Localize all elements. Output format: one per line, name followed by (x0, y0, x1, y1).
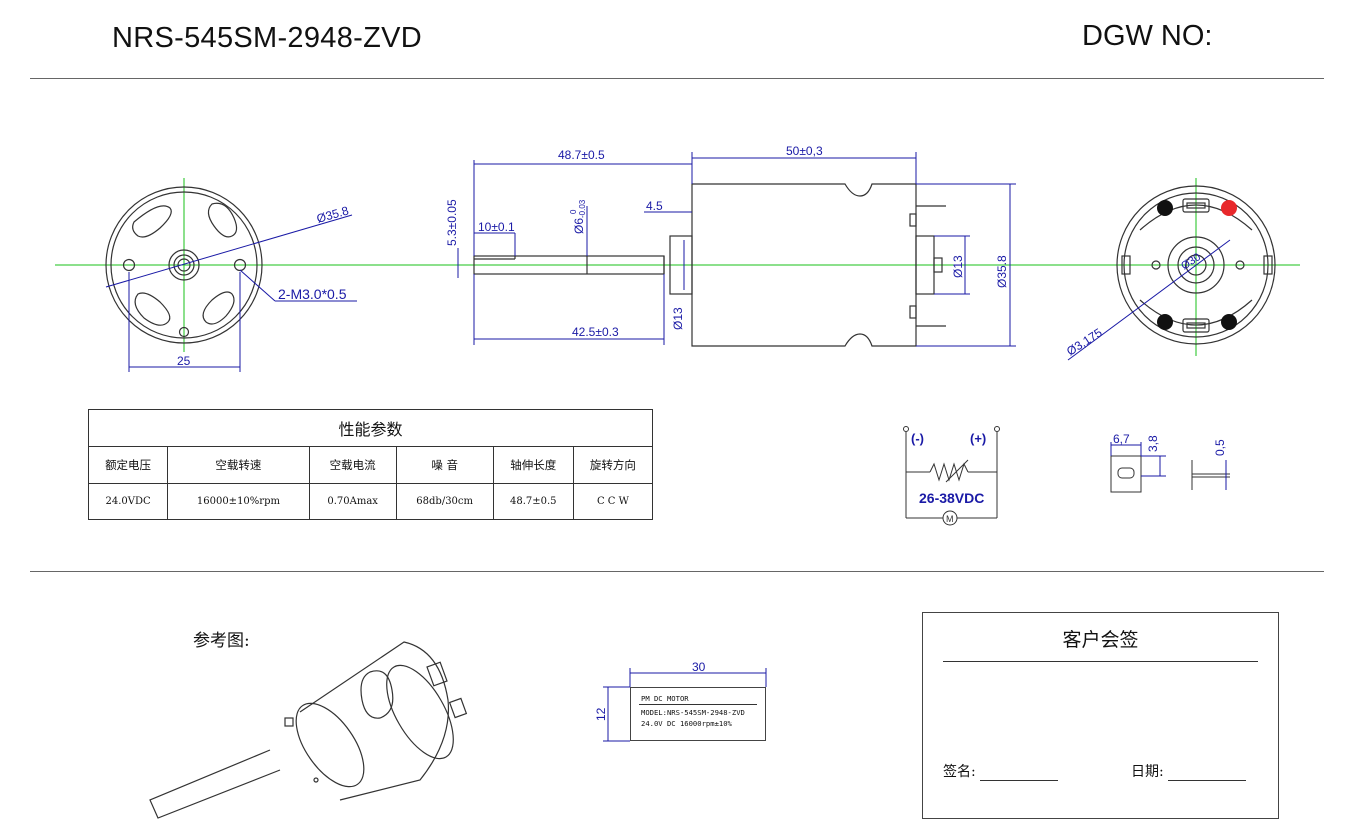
front-shaft (177, 258, 191, 272)
front-spacing-label: 25 (177, 354, 191, 368)
circuit-pos-label: (+) (970, 431, 986, 446)
drawing-number-label: DGW NO: (1082, 20, 1213, 52)
rear-small-dia-label: Ø3,175 (1064, 325, 1105, 358)
resistor-symbol (929, 462, 969, 482)
front-slot-4 (202, 291, 235, 325)
body-dia-label: Ø35.8 (995, 255, 1009, 288)
terminal-height-label: 3,8 (1146, 435, 1160, 452)
front-outer-circle (105, 186, 263, 344)
front-mount-hole-left (122, 258, 136, 272)
rear-terminal-red (1221, 200, 1237, 216)
rear-terminal-black-3 (1221, 314, 1237, 330)
date-label: 日期: (1131, 764, 1164, 780)
rear-outer-circle (1116, 185, 1276, 345)
nameplate-line1: PM DC MOTOR (641, 694, 689, 703)
signature-blank[interactable] (979, 766, 1058, 781)
terminal-detail (1110, 455, 1230, 493)
signature-label: 签名: (943, 764, 976, 780)
nameplate-width-label: 30 (692, 660, 706, 674)
date-blank[interactable] (1167, 766, 1246, 781)
front-bearing-outer (168, 249, 200, 281)
front-vent-hole (178, 326, 190, 338)
table-header: 旋转方向 (572, 446, 654, 484)
front-diameter-label: Ø35.8 (315, 203, 351, 226)
date-field[interactable]: 日期: (1131, 761, 1246, 781)
boss-length-label: 4.5 (646, 199, 663, 213)
table-header: 噪 音 (395, 446, 494, 484)
nameplate-line3: 24.0V DC 16000rpm±10% (641, 719, 732, 728)
table-cell: C C W (572, 483, 654, 520)
side-view (473, 183, 946, 347)
side-dimensions (457, 152, 1016, 347)
front-hole-leader (239, 269, 276, 302)
shaft-tol-bottom: -0.03 (578, 199, 587, 218)
table-cell: 24.0VDC (87, 483, 169, 520)
body-length-label: 50±0,3 (786, 144, 823, 158)
table-header: 轴伸长度 (492, 446, 574, 484)
nameplate-line2: MODEL:NRS-545SM-2948-ZVD (641, 708, 745, 717)
front-slot-2 (207, 202, 238, 238)
boss-dia-label: Ø13 (671, 307, 685, 330)
front-dimensions (105, 214, 357, 372)
rear-terminal-bottom (1182, 318, 1210, 333)
rear-terminal-black-1 (1157, 200, 1173, 216)
signature-field[interactable]: 签名: (943, 761, 1058, 781)
front-slot-1 (132, 205, 172, 238)
circuit-neg-label: (-) (911, 431, 924, 446)
front-diameter-line (105, 214, 353, 288)
shaft-dia-label: Ø6 (572, 218, 586, 234)
shaft-length-label: 48.7±0.5 (558, 148, 605, 162)
table-cell: 0.70Amax (308, 483, 397, 520)
rear-boss-label: Ø13 (951, 255, 965, 278)
nameplate-height-label: 12 (594, 707, 608, 721)
terminal-thickness-label: 0,5 (1213, 439, 1227, 456)
flat-depth-label: 5.3±0.05 (445, 199, 459, 246)
signoff-title: 客户会签 (1062, 629, 1139, 651)
table-cell: 68db/30cm (395, 483, 494, 520)
rear-terminal-top (1182, 198, 1210, 213)
front-bearing-inner (173, 254, 195, 276)
nameplate: PM DC MOTOR MODEL:NRS-545SM-2948-ZVD 24.… (630, 687, 766, 741)
table-cell: 48.7±0.5 (492, 483, 574, 520)
reference-label: 参考图: (193, 631, 250, 651)
table-cell: 16000±10%rpm (167, 483, 310, 520)
table-title: 性能参数 (88, 409, 653, 447)
top-divider (30, 78, 1324, 79)
motor-letter: M (946, 514, 954, 524)
terminal-plate (1110, 455, 1142, 493)
shaft-tol-top: 0 (569, 209, 578, 214)
front-inner-circle (110, 191, 258, 339)
circuit-voltage-label: 26-38VDC (919, 490, 984, 506)
rear-terminal-black-2 (1157, 314, 1173, 330)
table-header: 额定电压 (87, 446, 169, 484)
table-header: 空载电流 (308, 446, 397, 484)
front-holes-label: 2-M3.0*0.5 (278, 286, 347, 302)
flat-length-label: 10±0.1 (478, 220, 515, 234)
middle-divider (30, 571, 1324, 572)
rear-view (1116, 178, 1276, 356)
motor-symbol (942, 510, 958, 526)
rear-center-ring (1167, 236, 1225, 294)
front-view (105, 178, 263, 352)
shaft-span-label: 42.5±0.3 (572, 325, 619, 339)
rear-dia-leader (1067, 239, 1231, 361)
performance-table: 性能参数 额定电压 空载转速 空载电流 噪 音 轴伸长度 旋转方向 24.0VD… (87, 409, 654, 520)
front-slot-3 (134, 292, 171, 326)
terminal-width-label: 6,7 (1113, 432, 1130, 446)
table-header: 空载转速 (167, 446, 310, 484)
customer-signoff-box: 客户会签 签名: 日期: (922, 612, 1279, 819)
circuit-diagram (903, 426, 1000, 526)
reference-motor-sketch (149, 641, 468, 819)
drawing-title: NRS-545SM-2948-ZVD (112, 22, 422, 54)
